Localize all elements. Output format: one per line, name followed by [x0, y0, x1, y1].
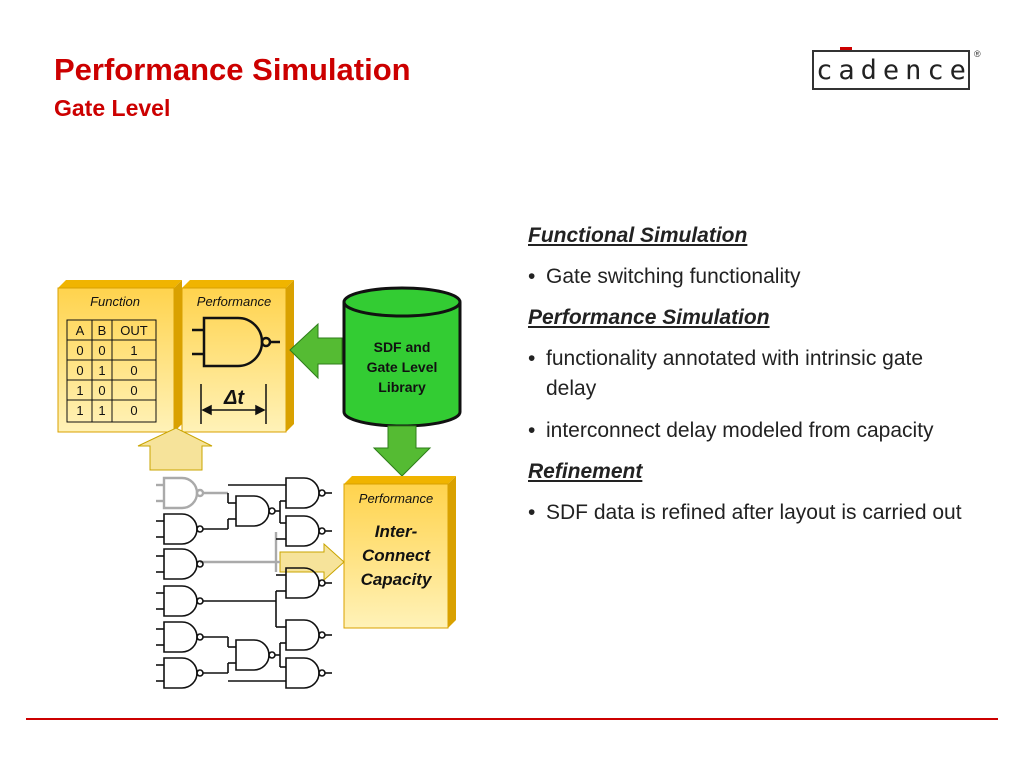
tt-cell: 0 [130, 403, 137, 418]
nand-gate-icon [192, 316, 280, 368]
bullet-text: SDF data is refined after layout is carr… [546, 501, 962, 524]
heading-functional-simulation: Functional Simulation [528, 224, 748, 247]
tt-cell: 0 [98, 343, 105, 358]
bullet-text: functionality annotated with intrinsic g… [546, 347, 924, 400]
footer-rule [26, 718, 998, 720]
interconnect-line-3: Capacity [361, 570, 433, 589]
tt-header-out: OUT [120, 323, 148, 338]
heading-performance-simulation: Performance Simulation [528, 306, 770, 329]
tt-cell: 0 [98, 383, 105, 398]
library-line-2: Gate Level [367, 359, 438, 375]
library-line-3: Library [378, 379, 426, 395]
bullet-item: •Gate switching functionality [528, 262, 968, 292]
bullet-section: Functional Simulation •Gate switching fu… [528, 222, 968, 540]
slide-title: Performance Simulation [54, 52, 411, 87]
function-label: Function [90, 294, 140, 309]
green-arrow-left-icon [289, 322, 343, 380]
tt-cell: 0 [76, 343, 83, 358]
bullet-text: Gate switching functionality [546, 265, 801, 288]
logo-text: cadence [816, 54, 972, 86]
tt-header-b: B [98, 323, 107, 338]
cadence-logo: cadence [812, 50, 970, 90]
function-box: Function A B OUT 0 0 1 0 1 0 1 0 0 1 1 0 [57, 280, 182, 433]
truth-table: A B OUT 0 0 1 0 1 0 1 0 0 1 1 0 [66, 319, 157, 423]
gate-schematic [156, 476, 332, 689]
performance-box: Performance Δt [181, 280, 294, 433]
tt-cell: 0 [130, 363, 137, 378]
interconnect-line-1: Inter- [375, 522, 418, 541]
tt-cell: 1 [76, 383, 83, 398]
heading-refinement: Refinement [528, 460, 643, 483]
green-arrow-down-icon [372, 425, 432, 477]
tt-cell: 0 [76, 363, 83, 378]
bullet-item: •functionality annotated with intrinsic … [528, 344, 968, 404]
tt-cell: 1 [98, 363, 105, 378]
tt-header-a: A [76, 323, 85, 338]
yellow-arrow-right-icon [279, 542, 345, 582]
interconnect-performance-label: Performance [359, 491, 433, 506]
bullet-item: •interconnect delay modeled from capacit… [528, 416, 968, 446]
tt-cell: 0 [130, 383, 137, 398]
delta-t-label: Δt [223, 387, 245, 409]
tt-cell: 1 [130, 343, 137, 358]
logo-accent-bar [840, 47, 852, 51]
interconnect-line-2: Connect [362, 546, 431, 565]
library-line-1: SDF and [374, 339, 431, 355]
slide-subtitle: Gate Level [54, 95, 171, 121]
tt-cell: 1 [98, 403, 105, 418]
sdf-library-cylinder: SDF and Gate Level Library [342, 286, 462, 428]
performance-label: Performance [197, 294, 271, 309]
bullet-item: •SDF data is refined after layout is car… [528, 498, 968, 528]
delay-arrow-icon [200, 384, 267, 424]
registered-mark: ® [974, 49, 981, 59]
tt-cell: 1 [76, 403, 83, 418]
bullet-text: interconnect delay modeled from capacity [546, 419, 934, 442]
up-arrow-icon [137, 427, 213, 471]
interconnect-box: Performance Inter- Connect Capacity [343, 476, 456, 629]
